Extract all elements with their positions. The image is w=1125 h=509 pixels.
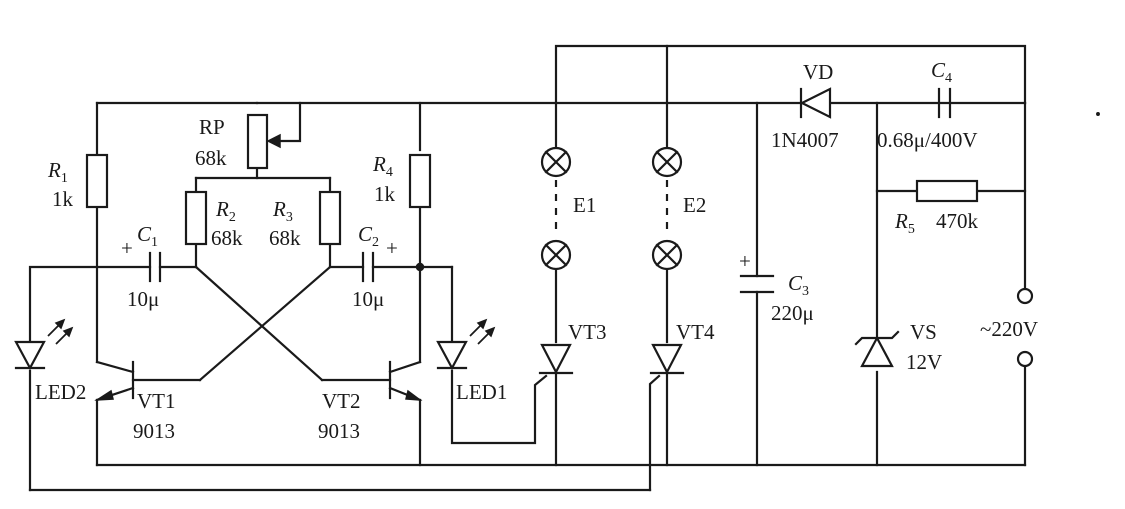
label-c1-plus: + — [121, 236, 133, 260]
label-vt2: VT2 — [322, 389, 361, 413]
diode-vd — [799, 87, 832, 119]
label-r3: R3 — [272, 197, 293, 225]
resistor-r2 — [184, 190, 208, 246]
label-c2-plus: + — [386, 236, 398, 260]
led2 — [14, 318, 74, 371]
label-led2: LED2 — [35, 380, 86, 404]
label-vt1-value: 9013 — [133, 419, 175, 443]
label-vd: VD — [803, 60, 833, 84]
label-c2-value: 10μ — [352, 287, 384, 311]
label-e1: E1 — [573, 193, 596, 217]
label-c3: C3 — [788, 271, 809, 299]
label-vd-value: 1N4007 — [771, 128, 839, 152]
label-r1: R1 — [47, 158, 68, 186]
label-led1: LED1 — [456, 380, 507, 404]
label-vs-value: 12V — [906, 350, 942, 374]
label-supply: ~220V — [980, 317, 1038, 341]
label-r4: R4 — [372, 152, 393, 180]
led1 — [436, 318, 496, 371]
potentiometer-rp — [246, 113, 269, 170]
label-r1-value: 1k — [52, 187, 74, 211]
resistor-r1 — [85, 153, 109, 209]
rp-wiper-arrow — [266, 133, 281, 149]
lamp-e2-bottom — [651, 239, 683, 271]
label-rp: RP — [199, 115, 225, 139]
label-c3-value: 220μ — [771, 301, 814, 325]
lamp-e1-bottom — [540, 239, 572, 271]
label-vs: VS — [910, 320, 937, 344]
lamp-e1-top — [540, 146, 572, 178]
label-c4-value: 0.68μ/400V — [877, 128, 978, 152]
label-c1-value: 10μ — [127, 287, 159, 311]
label-r3-value: 68k — [269, 226, 301, 250]
label-c3-plus: + — [739, 249, 751, 273]
label-r5-value: 470k — [936, 209, 979, 233]
zener-vs — [854, 330, 900, 368]
wires — [28, 44, 1027, 492]
resistor-r5 — [915, 179, 979, 203]
transistor-vt2 — [388, 360, 423, 402]
label-vt3: VT3 — [568, 320, 607, 344]
label-r4-value: 1k — [374, 182, 396, 206]
label-vt2-value: 9013 — [318, 419, 360, 443]
label-r5: R5 — [894, 209, 915, 237]
label-c1: C1 — [137, 222, 158, 250]
capacitor-c2 — [361, 251, 375, 283]
junction-dot — [415, 262, 425, 272]
label-r2: R2 — [215, 197, 236, 225]
scr-vt3 — [538, 343, 574, 375]
label-vt1: VT1 — [137, 389, 176, 413]
supply-terminal-top — [1016, 287, 1034, 305]
speck — [1096, 112, 1100, 116]
label-rp-value: 68k — [195, 146, 227, 170]
resistor-r3 — [318, 190, 342, 246]
label-vt4: VT4 — [676, 320, 715, 344]
lamp-e2-top — [651, 146, 683, 178]
scr-vt4 — [649, 343, 685, 375]
label-r2-value: 68k — [211, 226, 243, 250]
label-c4: C4 — [931, 58, 952, 86]
label-c2: C2 — [358, 222, 379, 250]
capacitor-c3 — [739, 274, 775, 294]
transistor-vt1 — [94, 360, 135, 402]
capacitor-c1 — [148, 251, 162, 283]
supply-terminal-bottom — [1016, 350, 1034, 368]
resistor-r4 — [408, 153, 432, 209]
capacitor-c4 — [937, 87, 952, 119]
label-e2: E2 — [683, 193, 706, 217]
